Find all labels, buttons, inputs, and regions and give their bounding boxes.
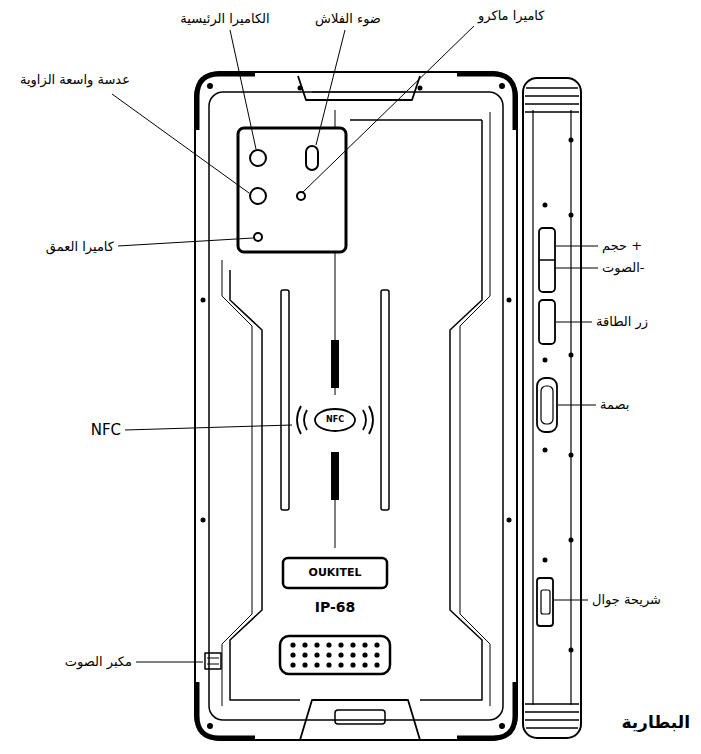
- callout-label: NFC: [91, 421, 121, 439]
- nfc-emblem-text: NFC: [325, 415, 345, 425]
- callout-label: -الصوت: [602, 260, 645, 276]
- phone-side: [523, 78, 581, 738]
- callout-label: شريحة جوال: [592, 592, 661, 608]
- callout-label: كاميرا العمق: [46, 239, 114, 255]
- leader-lines: [112, 26, 598, 662]
- section-heading: البطارية: [621, 712, 690, 732]
- callout-label: زر الطاقة: [596, 314, 648, 330]
- callout-label: عدسة واسعة الزاوية: [20, 72, 130, 88]
- phone-body: [195, 72, 517, 740]
- callout-label: بصمة: [600, 397, 629, 413]
- callout-label: الكاميرا الرئيسية: [180, 11, 269, 27]
- callout-label: مكبر الصوت: [65, 654, 132, 670]
- callout-label: + حجم: [602, 238, 642, 254]
- callout-label: كاميرا ماكرو: [478, 8, 545, 24]
- brand-logo: OUKITEL: [308, 566, 363, 579]
- camera-module: [238, 128, 346, 252]
- ip-rating: IP-68: [315, 599, 356, 616]
- callout-label: ضوء الفلاش: [315, 11, 381, 27]
